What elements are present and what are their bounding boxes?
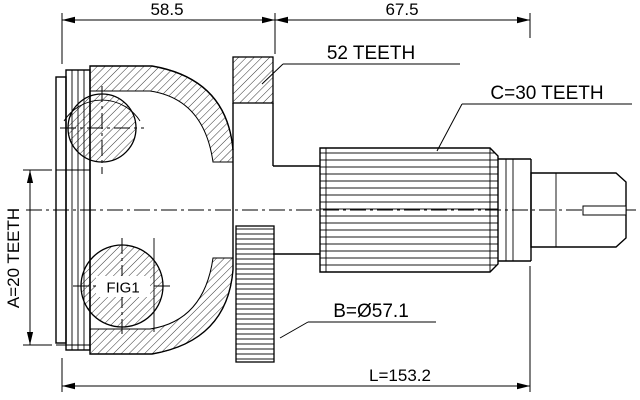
drive-shaft xyxy=(273,147,627,273)
leader-ring-teeth xyxy=(261,63,284,85)
label-ring-teeth: 52 TEETH xyxy=(327,43,415,64)
dimension-annotations: 58.5 67.5 L=153.2 A=20 TEETH 52 TEETH C=… xyxy=(4,0,632,392)
shaft-neck xyxy=(273,165,320,255)
shaft-spline-section xyxy=(319,147,499,273)
dim-top-right-value: 67.5 xyxy=(385,0,418,19)
dim-ring-diameter: B=Ø57.1 xyxy=(333,301,409,322)
tone-ring-section xyxy=(232,56,274,104)
bell-wall-section-upper xyxy=(89,65,234,163)
groove-section xyxy=(498,158,531,262)
dim-top-left-value: 58.5 xyxy=(150,0,183,19)
leader-ring-diameter xyxy=(279,321,309,339)
stub-end-slot xyxy=(582,205,627,216)
label-figure-ref: FIG1 xyxy=(106,280,139,297)
cv-joint-bell-housing: FIG1 xyxy=(55,65,234,355)
bell-wall-section-lower xyxy=(89,257,234,355)
tone-ring-teeth-strip xyxy=(235,225,275,363)
threaded-stub xyxy=(530,172,627,248)
dim-overall-length: L=153.2 xyxy=(369,366,431,385)
figure-label-box xyxy=(96,276,150,297)
label-inner-teeth: A=20 TEETH xyxy=(4,208,23,308)
label-shaft-teeth: C=30 TEETH xyxy=(490,83,603,104)
leader-shaft-teeth xyxy=(436,103,463,152)
